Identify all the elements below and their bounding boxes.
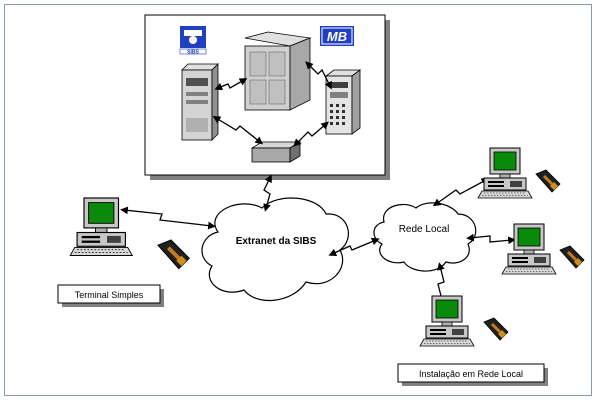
terminal-label: Terminal Simples [75, 290, 144, 300]
sibs-logo-text: SIBS [187, 50, 199, 56]
local-pos-right-icon [558, 244, 586, 270]
mainframe-icon [244, 31, 312, 111]
local-workstation-right-icon [501, 223, 557, 275]
local-workstation-bottom-icon [419, 295, 475, 347]
mb-logo: MB [320, 26, 354, 46]
installation-label-box [397, 363, 545, 383]
mb-logo-text: MB [327, 29, 347, 44]
sibs-logo: SIBS [179, 26, 207, 56]
local-network-cloud-label: Rede Local [399, 224, 450, 235]
right-tower-server-icon [324, 69, 362, 135]
installation-label: Instalação em Rede Local [419, 369, 523, 379]
local-network-cloud [373, 202, 477, 272]
extranet-cloud [201, 197, 349, 302]
network-device-icon [250, 141, 302, 163]
internal-links [212, 61, 332, 147]
outer-frame [4, 4, 592, 396]
local-pos-top-icon [534, 168, 562, 194]
terminal-simples-workstation-icon [69, 197, 133, 257]
extranet-cloud-label: Extranet da SIBS [236, 236, 317, 247]
terminal-simples-pos-icon [156, 238, 192, 271]
local-workstation-top-icon [477, 147, 533, 199]
local-pos-bottom-icon [482, 316, 510, 342]
terminal-label-box [57, 284, 161, 304]
left-tower-server-icon [181, 63, 219, 141]
network-links [120, 174, 516, 304]
